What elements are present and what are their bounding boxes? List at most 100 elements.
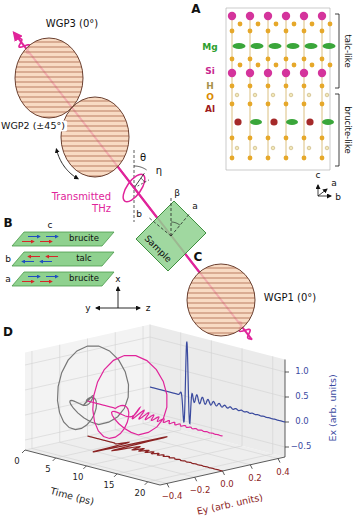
sample-face <box>136 201 206 271</box>
o-atom <box>328 22 333 27</box>
wire-line <box>15 77 83 78</box>
h-atom <box>271 93 275 97</box>
spin-arrow <box>46 276 58 277</box>
element-label: Mg <box>202 42 217 52</box>
wire-line <box>15 47 83 48</box>
o-atom <box>320 136 325 141</box>
wire-line <box>187 293 255 294</box>
o-atom <box>284 156 289 161</box>
polarizer-rim <box>187 264 255 336</box>
polarizer-disc <box>61 97 129 177</box>
h-atom <box>325 146 329 150</box>
angle-arc <box>134 166 147 170</box>
bracket-label: brucite-like <box>342 106 352 154</box>
node-shape <box>187 264 255 336</box>
wire-line <box>61 101 129 102</box>
field-trajectory <box>88 356 223 439</box>
wire-line <box>15 97 83 98</box>
grid-line <box>88 436 223 471</box>
component-label: WGP3 (0°) <box>46 18 98 30</box>
wire-line <box>61 176 129 177</box>
element-label: Si <box>205 66 215 76</box>
wire-line <box>15 72 83 73</box>
si-atom <box>228 12 236 20</box>
o-atom <box>256 63 261 68</box>
wire-line <box>61 161 129 162</box>
o-atom <box>266 84 271 89</box>
tick-label: 0 <box>14 457 19 467</box>
o-atom <box>320 102 325 107</box>
wire-line <box>15 82 83 83</box>
axis-label: a <box>331 178 337 188</box>
grid-line <box>59 345 60 443</box>
o-atom <box>230 29 235 34</box>
h-atom <box>307 93 311 97</box>
wire-line <box>61 116 129 117</box>
element-label: Al <box>205 104 215 114</box>
h-atom <box>235 146 239 150</box>
o-atom <box>328 63 333 68</box>
h-atom <box>235 93 239 97</box>
h-atom <box>253 146 257 150</box>
o-atom <box>266 29 271 34</box>
o-atom <box>238 22 243 27</box>
mg-atom <box>269 43 282 49</box>
grid-line <box>150 337 285 372</box>
h-atom <box>271 146 275 150</box>
wire-grid <box>187 268 255 333</box>
unit-cell-line <box>226 8 330 9</box>
axis-label: y <box>85 303 90 313</box>
wire-line <box>187 303 255 304</box>
o-atom <box>302 57 307 62</box>
wire-line <box>15 42 83 43</box>
o-atom <box>274 22 279 27</box>
wire-grid <box>61 101 129 176</box>
wire-line <box>15 67 83 68</box>
wire-line <box>187 323 255 324</box>
panel-label: A <box>191 3 200 17</box>
wire-line <box>187 318 255 319</box>
tick-label: −0.5 <box>291 442 312 452</box>
axis-label: b <box>335 192 341 202</box>
wire-line <box>187 333 255 334</box>
o-atom <box>248 156 253 161</box>
axis-arrow <box>118 308 140 309</box>
wire-line <box>187 283 255 284</box>
panel-label: D <box>3 326 13 340</box>
panel-label: B <box>3 217 12 231</box>
element-label: O <box>206 92 214 102</box>
axis-line <box>114 474 117 477</box>
spin-arrow <box>28 256 40 257</box>
layer-slab <box>12 232 114 246</box>
o-atom <box>284 57 289 62</box>
si-atom <box>228 69 236 77</box>
axis-label: c <box>316 170 321 180</box>
grid-line <box>272 356 273 454</box>
o-atom <box>302 29 307 34</box>
axis-arrow <box>318 189 327 196</box>
axis-line <box>285 360 286 458</box>
grid-line <box>211 340 212 438</box>
ex-trace <box>150 342 285 424</box>
angle-arc <box>141 178 145 182</box>
axis-line <box>285 397 289 398</box>
layer-stack <box>12 232 114 286</box>
o-atom <box>266 136 271 141</box>
wire-line <box>15 62 83 63</box>
ey-trace <box>88 436 223 471</box>
tick-label: 15 <box>104 481 115 491</box>
grid-line <box>180 332 181 430</box>
spin-arrow <box>22 261 34 262</box>
o-atom <box>274 63 279 68</box>
major-axis <box>134 173 144 188</box>
si-atom <box>264 12 272 20</box>
unit-cell-line <box>226 170 330 171</box>
tick-label: 0.4 <box>276 468 290 478</box>
wire-line <box>187 298 255 299</box>
wire-line <box>61 136 129 137</box>
o-atom <box>284 29 289 34</box>
mg-atom <box>251 43 264 49</box>
mg-atom <box>323 43 336 49</box>
o-atom <box>266 156 271 161</box>
wire-line <box>61 146 129 147</box>
